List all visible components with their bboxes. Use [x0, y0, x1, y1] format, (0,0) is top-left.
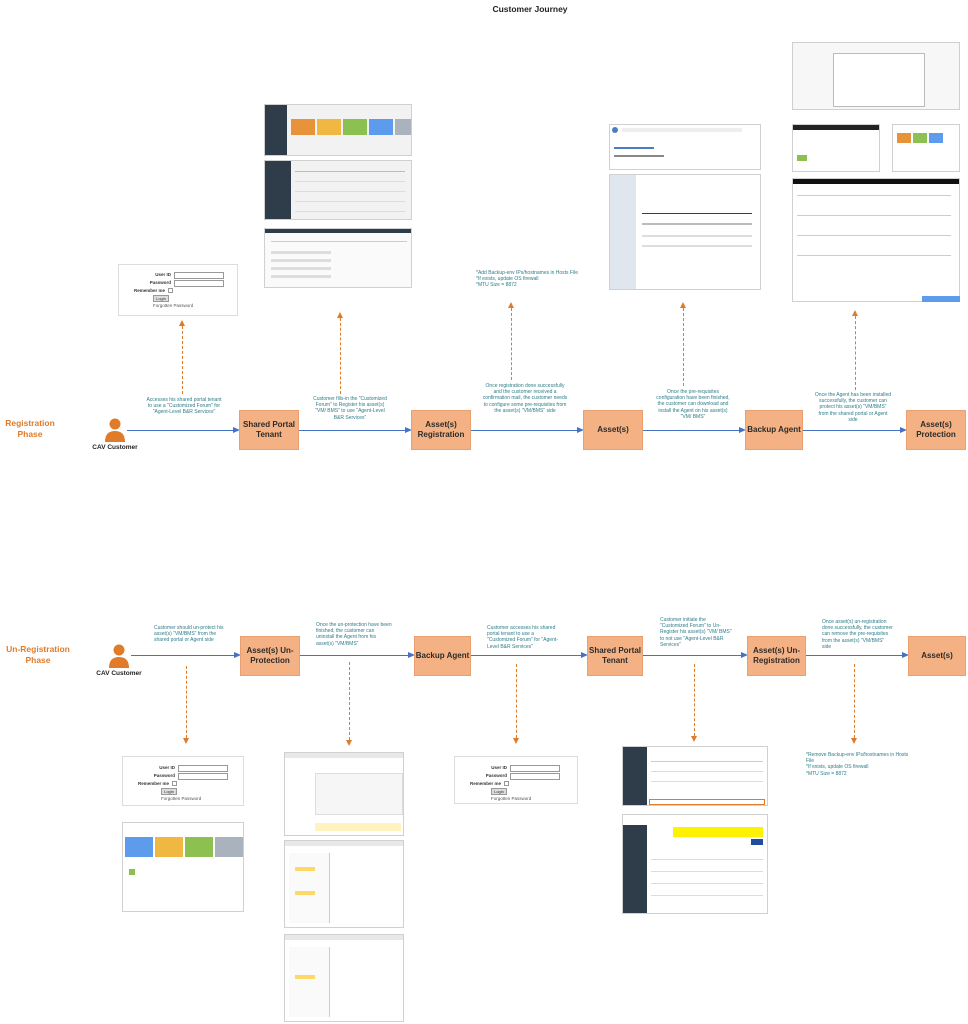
screenshot-link	[349, 662, 350, 740]
flow-arrowhead	[902, 652, 909, 658]
customer-actor-icon	[104, 418, 126, 442]
diagram-title: Customer Journey	[492, 4, 568, 14]
screenshot-link	[855, 316, 856, 390]
portal-form-screenshot	[264, 160, 412, 220]
flow-arrowhead	[234, 652, 241, 658]
unregistration-confirm-screenshot	[622, 814, 768, 914]
screenshot-link-arrowhead	[691, 736, 697, 742]
login-screenshot: User ID Password Remember me Login Forgo…	[122, 756, 244, 806]
flow-arrow	[643, 655, 741, 656]
registry-screenshot	[284, 840, 404, 928]
flow-arrowhead	[577, 427, 584, 433]
step-note: Once asset(s) un-registration done succe…	[822, 619, 893, 650]
step-note: Customer initiate the "Customized Forum"…	[660, 617, 732, 648]
screenshot-link	[683, 308, 684, 386]
customer-actor-icon	[108, 644, 130, 668]
flow-arrow	[299, 430, 405, 431]
flow-arrowhead	[581, 652, 588, 658]
customer-actor-label: CAV Customer	[96, 670, 142, 677]
backup-agent-box: Backup Agent	[414, 636, 471, 676]
step-note: Once registration done successfully and …	[482, 383, 568, 414]
asset-protection-box: Asset(s) Protection	[906, 410, 966, 450]
screenshot-link-arrowhead	[179, 320, 185, 326]
screenshot-link	[340, 318, 341, 394]
screenshot-link-arrowhead	[337, 312, 343, 318]
screenshot-link-arrowhead	[346, 740, 352, 746]
step-note: Customer accesses his shared portal tena…	[487, 625, 558, 650]
screenshot-link-arrowhead	[680, 302, 686, 308]
flow-arrow	[806, 655, 902, 656]
screenshot-link-arrowhead	[513, 738, 519, 744]
flow-arrow	[127, 430, 233, 431]
flow-arrowhead	[739, 427, 746, 433]
screenshot-link-arrowhead	[183, 738, 189, 744]
screenshot-link	[186, 666, 187, 738]
screenshot-link	[516, 664, 517, 738]
download-page-screenshot	[609, 124, 761, 170]
agent-window-screenshot	[792, 42, 960, 110]
unregistration-list-screenshot	[622, 746, 768, 806]
shared-portal-tenant-box: Shared Portal Tenant	[239, 410, 299, 450]
screenshot-link-arrowhead	[852, 310, 858, 316]
screenshot-link-arrowhead	[508, 302, 514, 308]
screenshot-link-arrowhead	[851, 738, 857, 744]
flow-arrow	[471, 655, 581, 656]
portal-dashboard-screenshot	[264, 104, 412, 156]
registration-form-screenshot	[264, 228, 412, 288]
dialog-buttons	[922, 296, 960, 302]
unregistration-phase-label: Un-Registration Phase	[6, 644, 70, 665]
asset-registration-box: Asset(s) Registration	[411, 410, 471, 450]
assets-box: Asset(s)	[583, 410, 643, 450]
step-note: Once the Agent has been installed succes…	[814, 392, 892, 423]
prereq-note: *Add Backup-env IPs/hostnames in Hosts F…	[476, 270, 578, 289]
asset-unregistration-box: Asset(s) Un-Registration	[747, 636, 806, 676]
flow-arrow	[803, 430, 900, 431]
flow-arrow	[131, 655, 234, 656]
remove-prereq-note: *Remove Backup-env IPs/hostnames in Host…	[806, 752, 909, 777]
step-note: Customer fills-in the "Customized Forum"…	[313, 396, 387, 421]
screenshot-link	[854, 664, 855, 738]
flow-arrowhead	[408, 652, 415, 658]
installer-screenshot	[609, 174, 761, 290]
flow-arrowhead	[900, 427, 907, 433]
screenshot-link	[694, 664, 695, 736]
shared-portal-tenant-box: Shared Portal Tenant	[587, 636, 643, 676]
flow-arrowhead	[405, 427, 412, 433]
login-screenshot: User ID Password Remember me Login Forgo…	[454, 756, 578, 804]
step-note: Customer should un-protect his asset(s) …	[154, 625, 224, 644]
assets-box: Asset(s)	[908, 636, 966, 676]
flow-arrow	[643, 430, 739, 431]
uninstall-screenshot	[284, 752, 404, 836]
customer-actor-label: CAV Customer	[92, 444, 138, 451]
asset-unprotection-box: Asset(s) Un-Protection	[240, 636, 300, 676]
step-note: Once the un-protection have been finishe…	[316, 622, 392, 647]
step-note: Accesses his shared portal tenant to use…	[146, 397, 222, 416]
flow-arrow	[471, 430, 577, 431]
screenshot-link	[511, 308, 512, 380]
flow-arrow	[300, 655, 408, 656]
login-screenshot: User ID Password Remember me Login Forgo…	[118, 264, 238, 316]
registry-screenshot	[284, 934, 404, 1022]
flow-arrowhead	[233, 427, 240, 433]
agent-dashboard-screenshot	[792, 124, 880, 172]
step-note: Once the pre-requisites configuration ha…	[656, 389, 730, 420]
registration-phase-label: Registration Phase	[5, 418, 55, 439]
backup-agent-box: Backup Agent	[745, 410, 803, 450]
flow-arrowhead	[741, 652, 748, 658]
screenshot-link	[182, 326, 183, 394]
portal-dashboard-screenshot	[122, 822, 244, 912]
backup-now-screenshot	[792, 178, 960, 302]
agent-cards-screenshot	[892, 124, 960, 172]
